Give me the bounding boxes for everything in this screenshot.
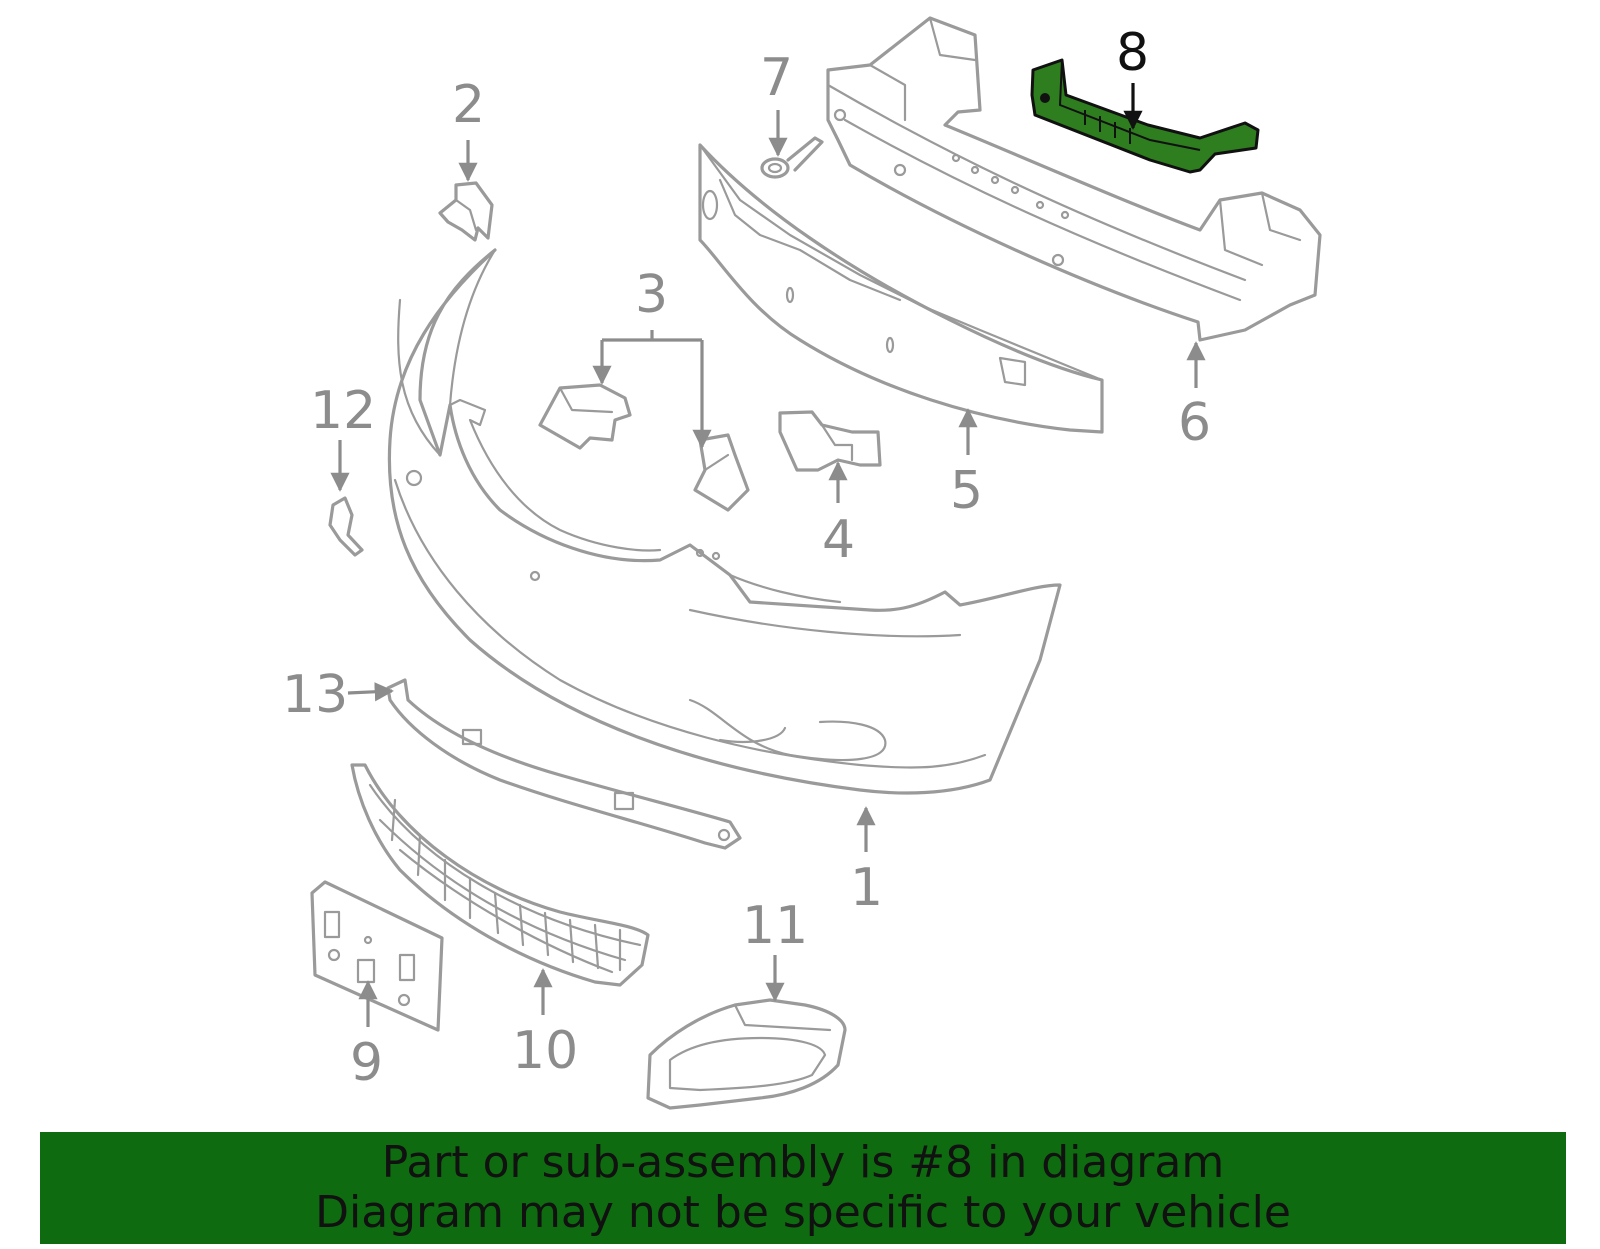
callout-13: 13: [282, 665, 348, 725]
callout-1: 1: [850, 858, 883, 918]
part-2-bracket[interactable]: [438, 181, 494, 242]
part-5-absorber[interactable]: [698, 143, 1104, 434]
part-3-brackets[interactable]: [538, 383, 750, 512]
callout-4: 4: [822, 510, 855, 570]
part-8-bracket-highlighted[interactable]: [1030, 58, 1260, 174]
callout-11: 11: [742, 896, 808, 956]
banner-line-2: Diagram may not be specific to your vehi…: [315, 1187, 1291, 1238]
callout-7: 7: [760, 48, 793, 108]
callout-8: 8: [1116, 23, 1149, 83]
callout-2: 2: [452, 75, 485, 135]
part-9-license-plate-bracket[interactable]: [310, 880, 444, 1032]
callout-10: 10: [512, 1021, 578, 1081]
info-banner: Part or sub-assembly is #8 in diagram Di…: [40, 1132, 1566, 1244]
callout-3: 3: [635, 265, 668, 325]
callout-9: 9: [350, 1033, 383, 1093]
banner-line-1: Part or sub-assembly is #8 in diagram: [381, 1137, 1225, 1188]
callout-5: 5: [950, 461, 983, 521]
callout-12: 12: [310, 381, 376, 441]
part-11-fog-lamp-bezel[interactable]: [646, 998, 847, 1110]
callout-labels: 1 2 3 4 5 6 7 8 9 10 11 12 13: [282, 23, 1211, 1093]
part-4-bracket[interactable]: [778, 410, 882, 472]
part-1-bumper-cover[interactable]: [387, 248, 1062, 795]
leader-lines: [330, 83, 1206, 1027]
part-12-cap[interactable]: [328, 496, 364, 557]
part-6-reinforcement[interactable]: [826, 16, 1322, 342]
part-13-lower-strip[interactable]: [386, 678, 742, 850]
part-7-tow-hook[interactable]: [760, 136, 824, 179]
part-10-lower-grille[interactable]: [350, 763, 650, 987]
callout-6: 6: [1178, 393, 1211, 453]
